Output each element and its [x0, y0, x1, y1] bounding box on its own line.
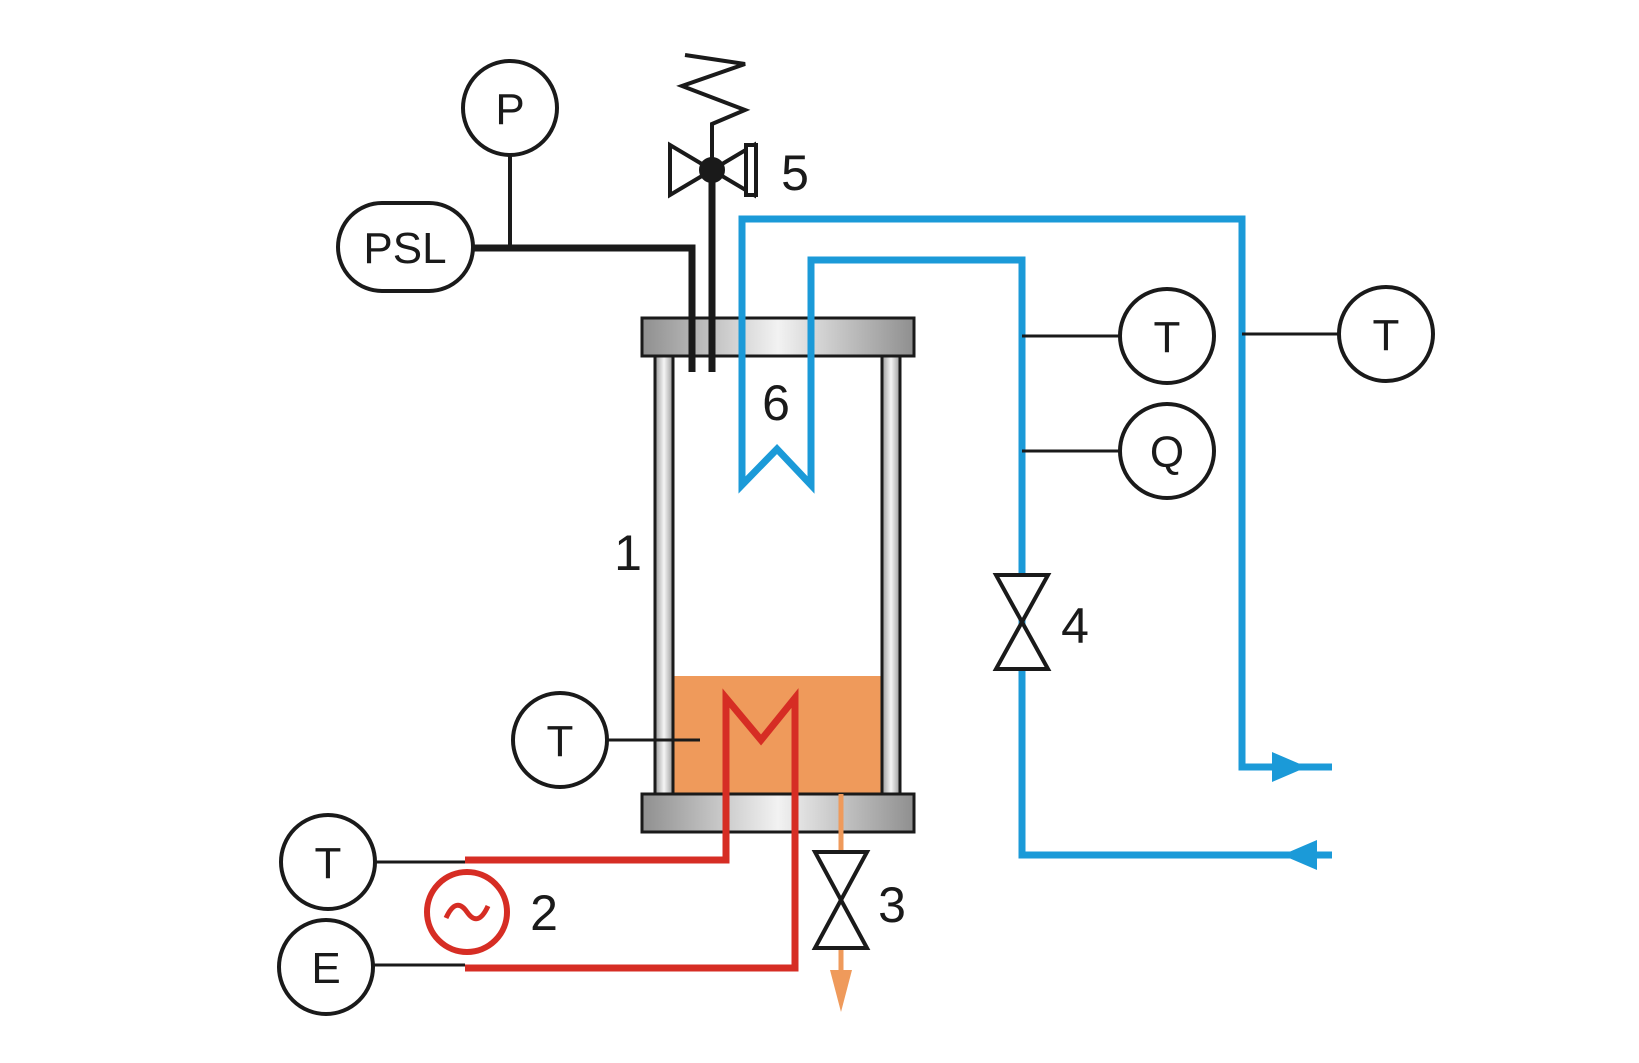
instrument-psl-label: PSL — [363, 224, 446, 273]
pressure-line — [470, 156, 696, 372]
instrument-q[interactable]: Q — [1118, 402, 1216, 500]
label-vessel: 1 — [614, 525, 642, 581]
instrument-e-label: E — [311, 944, 340, 993]
liquid-fill — [672, 676, 884, 794]
instrument-t-liquid-label: T — [547, 717, 574, 766]
instrument-p-label: P — [495, 85, 524, 134]
instrument-t-outlet-inner[interactable]: T — [1118, 287, 1216, 385]
bottom-flange — [640, 792, 916, 834]
instrument-psl[interactable]: PSL — [336, 201, 475, 293]
vessel — [640, 316, 916, 834]
label-heater: 2 — [530, 885, 558, 941]
tilde-icon — [443, 902, 491, 922]
heater-circuit — [465, 688, 799, 972]
heater-source — [424, 869, 510, 955]
relief-valve — [668, 130, 758, 199]
top-flange — [640, 316, 916, 358]
instrument-t-outlet-outer-label: T — [1373, 311, 1400, 360]
instrument-t-liquid[interactable]: T — [511, 691, 609, 789]
coolant-valve — [992, 573, 1052, 671]
tie-rod-right — [880, 353, 902, 797]
relief-stem — [676, 53, 751, 372]
label-drain-valve: 3 — [878, 877, 906, 933]
drain-valve — [811, 850, 871, 950]
instrument-t-outlet-inner-label: T — [1154, 313, 1181, 362]
label-condenser: 6 — [762, 375, 790, 431]
coolant-arrows — [1272, 752, 1317, 870]
coolant-circuit — [738, 215, 1332, 859]
instrument-q-label: Q — [1150, 428, 1184, 477]
instrument-e[interactable]: E — [277, 918, 375, 1016]
label-relief-valve: 5 — [781, 145, 809, 201]
instrument-t-outlet-outer[interactable]: T — [1337, 285, 1435, 383]
instrument-p[interactable]: P — [461, 59, 559, 157]
instrument-t-heater-label: T — [315, 839, 342, 888]
instrument-t-heater[interactable]: T — [279, 813, 377, 911]
signal-lines — [373, 332, 1340, 967]
tie-rod-left — [653, 353, 675, 797]
label-coolant-valve: 4 — [1061, 598, 1089, 654]
